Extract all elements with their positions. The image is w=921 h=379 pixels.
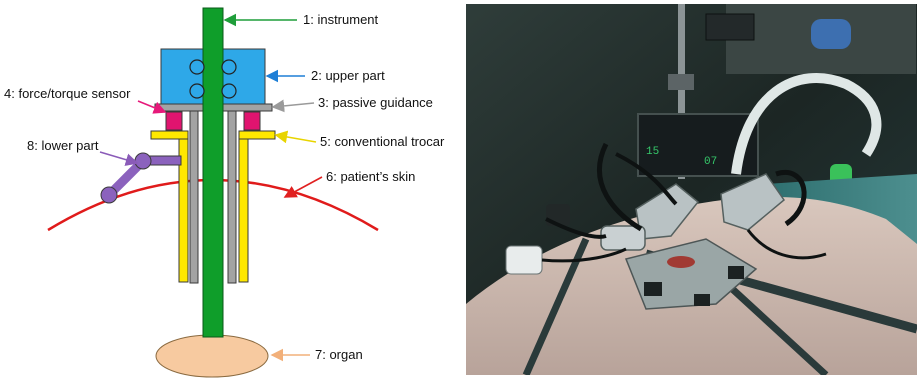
label-patients-skin: 6: patient’s skin [326,169,415,184]
roller-1 [190,60,204,74]
guidance-right-tube [228,108,236,283]
equipment-box [706,14,754,40]
incision [667,256,695,268]
roller-3 [222,60,236,74]
label-lower-part: 8: lower part [27,138,99,153]
trocar-right-flange [239,131,275,139]
roller-4 [222,84,236,98]
leader-trocar [276,135,316,142]
connector-white [506,246,542,274]
lower-part-joint-top [135,153,151,169]
label-force-torque-sensor: 4: force/torque sensor [4,86,131,101]
monitor-digits-bottom: 07 [704,156,717,168]
label-passive-guidance: 3: passive guidance [318,95,433,110]
pole-clamp [668,74,694,90]
lower-part-joint-bottom [101,187,117,203]
pad-2 [728,266,744,279]
label-upper-part: 2: upper part [311,68,385,83]
label-instrument: 1: instrument [303,12,379,27]
schematic-diagram: 1: instrument 2: upper part 3: passive g… [0,0,462,379]
sensor-right [244,112,260,130]
roller-2 [190,84,204,98]
leader-lower-part [100,152,137,163]
pad-1 [644,282,662,296]
blue-tube [811,19,851,49]
sensor-left [166,112,182,130]
leader-passive-guidance [273,103,314,107]
trocar-right-tube [239,138,248,282]
surgical-photo: 15 07 [466,4,917,375]
pad-3 [694,294,710,306]
organ-shape [156,335,268,377]
guidance-left-tube [190,108,198,283]
label-organ: 7: organ [315,347,363,362]
trocar-left-flange [151,131,188,139]
monitor-digits-top: 15 [646,146,659,158]
instrument-shaft [203,8,223,337]
label-conventional-trocar: 5: conventional trocar [320,134,445,149]
